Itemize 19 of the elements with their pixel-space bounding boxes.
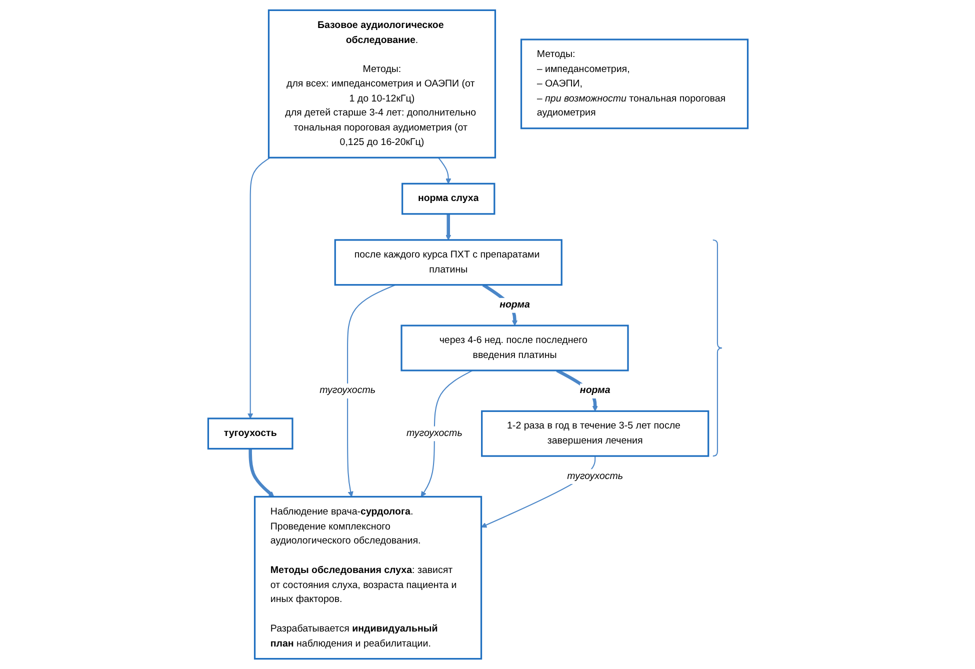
- node-box: 1-2 раза в год в течение 3-5 лет после завершения лечения: [480, 410, 709, 457]
- arrow: [420, 370, 473, 497]
- node-box: Наблюдение врача-сурдолога. Проведение комплексного аудиологического обследования. Методы обследования слуха: зависят от состояния слуха, возраста пациента и иных факторов. Разрабатывается индивидуальный план наблюдения и реабилитации.: [254, 496, 482, 660]
- edge-label: тугоухость: [319, 384, 376, 396]
- edge-label: тугоухость: [566, 470, 623, 482]
- node-box: норма слуха: [401, 182, 495, 215]
- node-box: Базовое аудиологическое обследование. Методы: для всех: импедансометрия и ОАЭПИ (от 1 до 10-12кГц) для детей старше 3-4 лет: дополнительно тональная пороговая аудиометрия (от 0,125 до 16-20кГц): [268, 9, 496, 158]
- node-box: тугоухость: [207, 418, 294, 450]
- arrow: [247, 157, 270, 419]
- arrow: [438, 157, 451, 184]
- edge-label: тугоухость: [406, 428, 462, 439]
- node-box: после каждого курса ПХТ с препаратами платины: [334, 239, 562, 286]
- edge-label: норма: [499, 299, 530, 310]
- edge-label: норма: [580, 384, 610, 396]
- node-box: Методы: – импедансометрия, – ОАЭПИ, – при возможности тональная пороговая аудиометрия: [520, 38, 748, 130]
- node-box: через 4-6 нед. после последнего введения платины: [400, 324, 629, 372]
- arrow: [346, 284, 396, 497]
- arrow: [445, 214, 451, 240]
- arrow: [248, 448, 274, 497]
